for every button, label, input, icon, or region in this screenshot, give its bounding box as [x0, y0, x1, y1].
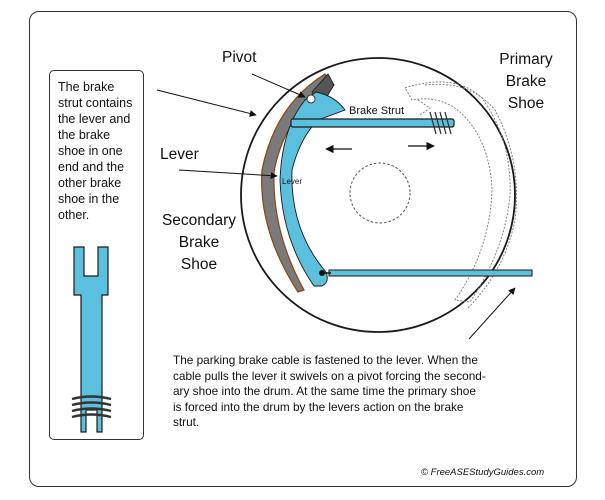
- label-line: Shoe: [507, 95, 545, 112]
- callout-text: The brake strut contains the lever and t…: [58, 79, 144, 223]
- primary-brake-shoe: [404, 81, 517, 309]
- strut-illustration: [71, 246, 112, 433]
- cable-anchor: [319, 270, 325, 276]
- label-line: Secondary: [161, 212, 237, 229]
- pointer-callout: [156, 89, 257, 117]
- callout-line: the brake: [58, 128, 111, 142]
- callout-line: end and the: [58, 160, 125, 174]
- callout-line: shoe in the: [58, 192, 120, 206]
- label-brake-strut: Brake Strut: [349, 105, 405, 117]
- caption: The parking brake cable is fastened to t…: [173, 353, 553, 431]
- label-pivot: Pivot: [222, 49, 257, 66]
- secondary-shoe-lining: [261, 73, 335, 293]
- label-line: Brake: [178, 234, 220, 251]
- diagram-frame: [29, 11, 577, 487]
- caption-line: strut.: [173, 415, 200, 429]
- parking-brake-cable: [328, 269, 533, 277]
- callout-line: shoe in one: [58, 144, 123, 158]
- label-secondary-shoe: Secondary Brake Shoe: [157, 210, 241, 276]
- axle-hub: [349, 162, 411, 224]
- label-line: Primary: [499, 51, 553, 68]
- callout-line: strut contains: [58, 96, 133, 110]
- copyright: © FreeASEStudyGuides.com: [421, 467, 545, 478]
- caption-line: The parking brake cable is fastened to t…: [173, 353, 478, 367]
- label-lever: Lever: [160, 146, 199, 163]
- callout-line: the lever and: [58, 112, 131, 126]
- callout-line: The brake: [58, 80, 115, 94]
- pointer-lever: [178, 169, 278, 180]
- strut-spring: [429, 111, 452, 135]
- pivot-pin: [306, 94, 316, 104]
- pointer-cable: [468, 287, 516, 340]
- label-lever-small: Lever: [282, 177, 303, 186]
- label-primary-shoe: Primary Brake Shoe: [488, 49, 564, 115]
- caption-line: is forced into the drum by the levers ac…: [173, 399, 464, 414]
- callout-line: other brake: [58, 176, 122, 190]
- brake-strut: [290, 118, 455, 128]
- label-line: Shoe: [180, 256, 218, 273]
- caption-line: cable pulls the lever it swivels on a pi…: [173, 368, 486, 383]
- caption-line: ary shoe into the drum. At the same time…: [173, 384, 476, 398]
- pointer-pivot: [251, 73, 306, 98]
- label-line: Brake: [505, 73, 547, 90]
- callout-line: other.: [58, 208, 90, 222]
- callout-box: [49, 70, 144, 440]
